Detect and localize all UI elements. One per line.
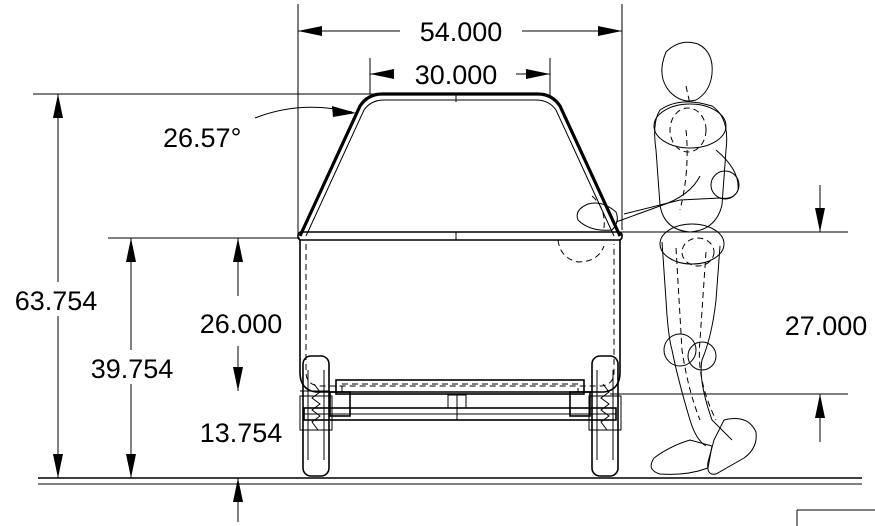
dimension-label-26: 26.000 [200,309,283,339]
dimension-label-63: 63.754 [15,286,98,316]
dimension-label-angle: 26.57° [163,123,241,153]
dimension-overall-width: 54.000 [298,17,622,47]
cart [297,92,623,477]
ground-line [38,477,862,485]
dimension-overall-height: 63.754 [4,94,108,478]
dimension-top-width: 30.000 [369,58,551,96]
dimension-label-39: 39.754 [91,354,174,384]
dimension-label-13: 13.754 [200,418,283,448]
dimension-axle-height: 13.754 [200,418,283,522]
dimension-angle: 26.57° [163,106,356,153]
dimension-label-30: 30.000 [415,60,498,90]
dimension-label-27: 27.000 [785,311,868,341]
operator-figure [557,41,757,475]
dimension-label-54: 54.000 [420,17,503,47]
dimension-bin-depth: 26.000 [200,238,283,391]
dimension-operator-reach: 27.000 [785,185,868,442]
extension-lines [33,4,875,526]
dimension-rail-height: 39.754 [80,238,184,478]
